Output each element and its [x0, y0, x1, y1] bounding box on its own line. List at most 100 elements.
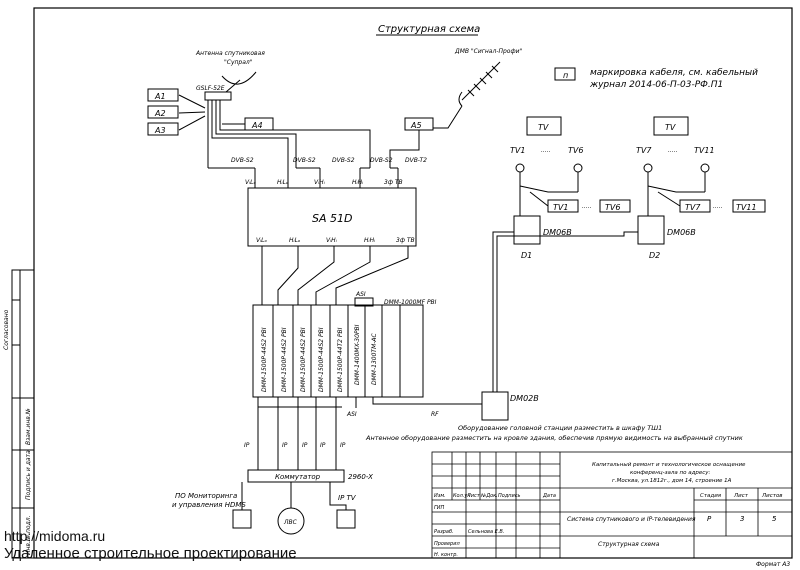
- input-type-4: DVB-S2: [370, 157, 393, 164]
- converter-label: GSLF-52E: [196, 85, 225, 92]
- legend-box: [554, 67, 576, 81]
- tv-right-dots: .....: [668, 147, 678, 154]
- module-6: DMM-1400MX-30PBI: [354, 324, 361, 385]
- lan-label: ЛВС: [283, 519, 298, 526]
- tv11-label: TV11: [694, 146, 715, 155]
- cable-tag-a5-label: A5: [410, 121, 422, 130]
- stamp-col-stage: Стадия: [700, 493, 722, 499]
- dm06b-left: [513, 215, 541, 245]
- stamp-project-1: Капитальный ремонт и технологическое осн…: [592, 462, 746, 468]
- sa-output-1: VᵢLₒ: [256, 237, 268, 244]
- module-4: DMM-1500P-44S2 PBI: [318, 327, 325, 392]
- module-1: DMM-1500P-44S2 PBI: [261, 327, 268, 392]
- legend-text-1: маркировка кабеля, см. кабельный: [590, 68, 758, 78]
- tv-left-label: TV: [538, 123, 549, 132]
- ip-label-5: IP: [340, 442, 346, 449]
- input-type-5: DVB-T2: [405, 157, 427, 164]
- ip-label-2: IP: [282, 442, 288, 449]
- cable-tag-a4-label: A4: [251, 121, 263, 130]
- tv-box-right: [653, 116, 689, 136]
- watermark-text: Удаленное строительное проектирование: [4, 545, 297, 562]
- sa-output-2: HᵢLₒ: [289, 237, 301, 244]
- commutator-model: 2960-X: [348, 473, 373, 481]
- monitoring-pc: [232, 509, 252, 529]
- asi-top-box: [354, 297, 374, 307]
- stamp-header-5: Подпись: [498, 493, 521, 499]
- note-2: Антенное оборудование разместить на кров…: [365, 434, 743, 442]
- legend-text-2: журнал 2014-06-П-03-РФ.П1: [589, 80, 723, 90]
- dm02b-box: [481, 391, 509, 421]
- module-5: DMM-1500P-44T2 PBI: [337, 327, 344, 392]
- tv7-label: TV7: [636, 146, 652, 155]
- stamp-val-stage: Р: [707, 515, 712, 523]
- stamp-sheet: Структурная схема: [598, 541, 660, 548]
- tv-right-label: TV: [665, 123, 676, 132]
- cable-tag-a3-label: A3: [154, 126, 166, 135]
- converter-box: [204, 91, 232, 101]
- stamp-row-dev: Разраб.: [434, 529, 454, 535]
- dm06b-left-label: DM06B: [543, 228, 572, 237]
- tag-tv7-label: TV7: [685, 203, 701, 212]
- title-block: [431, 451, 793, 559]
- commutator-label: Коммутатор: [275, 473, 321, 481]
- stamp-row-check: Проверил: [434, 541, 460, 547]
- dm06b-right: [637, 215, 665, 245]
- antenna-sat-label-2: "Супрал": [224, 59, 253, 66]
- ip-label-3: IP: [302, 442, 308, 449]
- stamp-system: Система спутникового и IP-телевидения: [567, 516, 696, 523]
- rf-label: RF: [431, 411, 439, 418]
- sa-output-4: HᵢHᵢ: [364, 237, 375, 244]
- cable-tag-a3: [147, 122, 179, 136]
- d1-label: D1: [521, 251, 532, 260]
- module-3: DMM-1500P-44S2 PBI: [300, 327, 307, 392]
- sa-input-1: VᵢLₒ: [245, 179, 257, 186]
- ip-label-4: IP: [320, 442, 326, 449]
- cable-tag-a1-label: A1: [154, 92, 166, 101]
- stamp-header-4: №Док.: [480, 493, 498, 499]
- sa-output-5: 3ф ТВ: [396, 237, 415, 244]
- iptv-label: IP TV: [338, 494, 357, 502]
- sa-output-3: VᵢHᵢ: [326, 237, 337, 244]
- monitoring-label-1: ПО Мониторинга: [175, 492, 237, 500]
- monitoring-label-2: и управления HDMS: [172, 501, 246, 509]
- stamp-author: Сельнова Е.В.: [468, 529, 504, 535]
- stamp-col-sheet: Лист: [733, 493, 749, 499]
- dm06b-right-label: DM06B: [667, 228, 696, 237]
- module-rack: [252, 304, 424, 398]
- cable-tag-a2: [147, 105, 179, 119]
- legend-box-label: п: [563, 71, 568, 80]
- side-label-inv: Взам.инв.№: [25, 408, 32, 445]
- tag-tv6-label: TV6: [605, 203, 620, 212]
- side-strip: Согласовано Взам.инв.№ Подпись и дата Ин…: [3, 269, 35, 559]
- commutator-box: [247, 469, 345, 483]
- stamp-col-sheets: Листов: [761, 493, 783, 499]
- multiswitch-block: [247, 187, 417, 247]
- tag-tv11: [732, 199, 766, 213]
- sa-input-5: 3ф ТВ: [384, 179, 403, 186]
- tv1-label: TV1: [510, 146, 525, 155]
- cable-tag-a1: [147, 88, 179, 102]
- tag-right-dots: .....: [713, 203, 723, 210]
- input-type-3: DVB-S2: [332, 157, 355, 164]
- tv6-outlet: [573, 163, 583, 173]
- tag-left-dots: .....: [582, 203, 592, 210]
- antenna-dmv-label: ДМВ "Сигнал-Профи": [454, 48, 523, 55]
- module-top-label: DMM-1000MF PBI: [384, 299, 437, 306]
- iptv-box: [336, 509, 356, 529]
- side-label-sign: Подпись и дата: [25, 450, 32, 500]
- stamp-row-norm: Н. контр.: [434, 552, 458, 558]
- antenna-sat-label-1: Антенна спутниковая: [195, 50, 265, 57]
- satellite-dish-icon: [221, 71, 257, 85]
- tv-box-left: [526, 116, 562, 136]
- side-label-agreed: Согласовано: [3, 309, 10, 350]
- diagram-title: Структурная схема: [378, 24, 480, 35]
- asi-top-label: ASI: [355, 291, 366, 298]
- d2-label: D2: [649, 251, 660, 260]
- stamp-project-3: г.Москва, ул.1812г., дом 14, строение 1А: [612, 478, 732, 484]
- dm02b-label: DM02B: [510, 394, 539, 403]
- stamp-row-gip: ГИП: [434, 505, 445, 511]
- tv6-label: TV6: [568, 146, 583, 155]
- tag-tv6: [599, 199, 631, 213]
- stamp-header-6: Дата: [542, 493, 556, 499]
